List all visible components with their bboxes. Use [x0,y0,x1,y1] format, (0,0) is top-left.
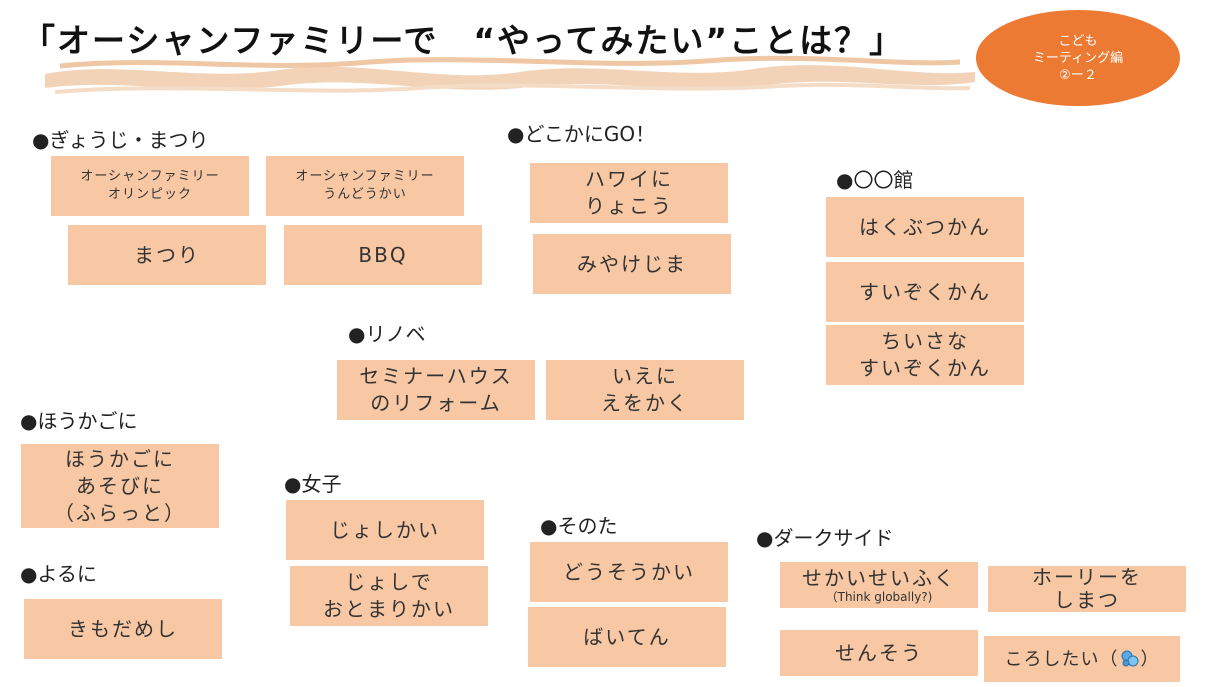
card-subtext: （Think globally?) [825,590,933,604]
card-text: オーシャンファミリー [295,169,435,184]
card-text: すいぞくかん [859,356,991,380]
card-text: うんどうかい [323,187,407,202]
card-holy-shimatsu: ホーリーを しまつ [988,566,1186,612]
card-text: りょこう [585,194,673,218]
heading-joshi: ●女子 [284,472,342,496]
card-text: せかいせいふく [802,566,956,590]
card-ie-ni-e: いえに えをかく [546,360,744,420]
heading-sonota: ●そのた [540,514,618,538]
card-text: ホーリーを [1032,565,1142,589]
card-suizokukan: すいぞくかん [826,262,1024,322]
card-text: セミナーハウス [359,364,513,388]
card-koroshitai: ころしたい（ ） [984,636,1180,682]
card-hawaii: ハワイに りょこう [530,163,728,223]
card-text: BBQ [358,242,408,267]
card-hakubutsukan: はくぶつかん [826,197,1024,257]
card-text: ころしたい（ [1004,648,1119,670]
blue-droplets-icon [1121,650,1138,667]
card-text: しまつ [1054,588,1120,612]
card-chiisana-suizokukan: ちいさな すいぞくかん [826,325,1024,385]
heading-dark-side: ●ダークサイド [756,526,894,550]
card-sekai-seifuku: せかいせいふく （Think globally?) [780,562,978,608]
page-title: 「オーシャンファミリーで “やってみたい”ことは？」 [22,21,905,60]
heading-kan: ●〇〇館 [836,168,914,192]
card-text: えをかく [601,391,689,415]
heading-dokoka: ●どこかにGO！ [507,122,656,146]
card-joshikai: じょしかい [286,500,484,560]
card-houkago-asobi: ほうかごに あそびに （ふらっと） [21,444,219,528]
card-text: きもだめし [68,616,178,641]
card-bbq: BBQ [284,225,482,285]
card-baiten: ばいてん [528,607,726,667]
kodomo-meeting-badge: こども ミーティング編 ②ー２ [976,10,1180,106]
card-otomarikai: じょしで おとまりかい [290,566,488,626]
card-text: すいぞくかん [859,279,991,304]
card-kimodameshi: きもだめし [24,599,222,659]
card-text: ） [1140,648,1160,670]
card-text: ちいさな [881,329,969,353]
card-text: （ふらっと） [54,500,186,525]
brush-stroke-decoration [45,55,975,94]
card-text: ばいてん [583,624,671,649]
card-text: おとまりかい [323,597,455,621]
card-miyakejima: みやけじま [533,234,731,294]
card-text: どうそうかい [563,559,695,584]
card-text: いえに [612,364,678,388]
card-olympic: オーシャンファミリー オリンピック [51,156,249,216]
card-text: まつり [134,242,200,267]
heading-houkago: ●ほうかごに [20,409,138,433]
heading-renobe: ●リノベ [348,322,426,346]
card-text: みやけじま [577,251,687,276]
card-text: あそびに [76,473,164,498]
card-undoukai: オーシャンファミリー うんどうかい [266,156,464,216]
badge-line: こども [1058,33,1098,49]
heading-yoru: ●よるに [20,562,97,586]
card-text: じょしかい [330,517,440,542]
card-text: はくぶつかん [859,214,991,239]
card-text: ほうかごに [65,446,175,471]
heading-gyouji: ●ぎょうじ・まつり [32,128,209,152]
card-dousoukai: どうそうかい [530,542,728,602]
card-matsuri: まつり [68,225,266,285]
card-text: のリフォーム [370,391,502,415]
card-text: ハワイに [585,167,673,191]
badge-line: ②ー２ [1059,67,1097,83]
card-seminar-house: セミナーハウス のリフォーム [337,360,535,420]
card-text: オーシャンファミリー [80,169,220,184]
card-sensou: せんそう [780,630,978,676]
badge-line: ミーティング編 [1032,50,1124,66]
card-text: オリンピック [107,187,192,202]
card-text: じょしで [345,570,433,594]
card-text: せんそう [835,640,923,665]
